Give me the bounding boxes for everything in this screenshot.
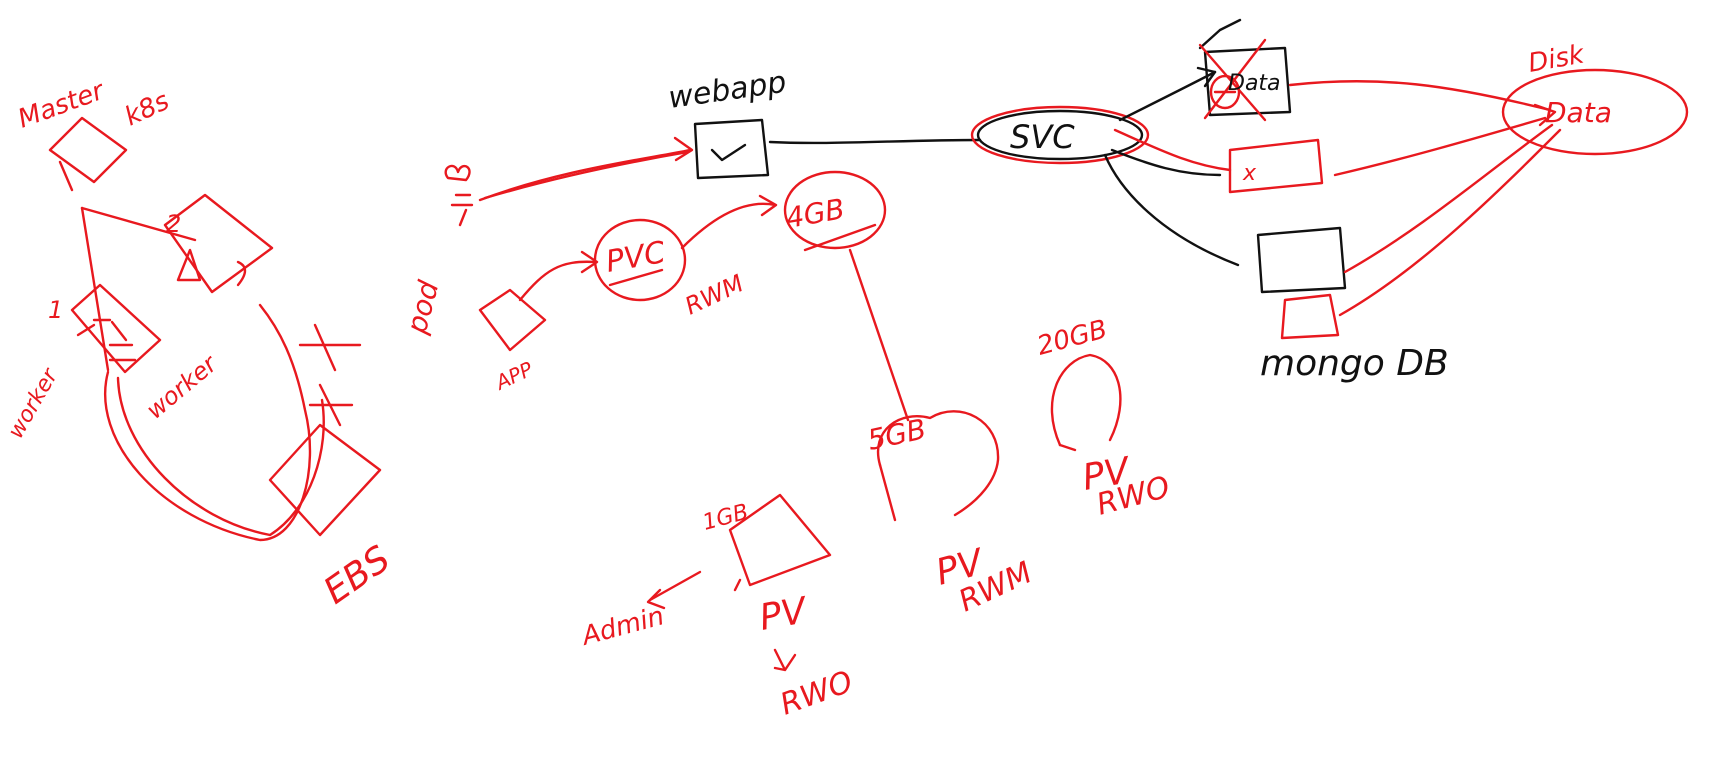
- app-to-pvc-arrow: [518, 250, 599, 302]
- pv-1gb-label: PV: [756, 590, 811, 639]
- cross-marks: [298, 323, 362, 427]
- worker-left-label: worker: [4, 363, 65, 443]
- disk-connection-lines: [1288, 79, 1562, 317]
- user-figure-icon: [444, 164, 474, 227]
- webapp-to-svc-line: [768, 138, 982, 145]
- data-top-label: Data: [1228, 71, 1281, 96]
- pv-20gb-label: PV: [1079, 450, 1134, 499]
- disk-data-oval: [1501, 68, 1689, 156]
- worker-mid-label: worker: [141, 349, 224, 425]
- master-label: Master: [14, 75, 110, 134]
- k8s-label: k8s: [120, 86, 174, 132]
- webapp-label: webapp: [666, 65, 788, 116]
- pvc-rwm-label: RWM: [681, 269, 748, 320]
- svc-to-data-arrow: [1118, 66, 1217, 122]
- app-pod: [478, 288, 547, 352]
- pvc-to-4gb-arrow: [680, 194, 778, 250]
- mongodb-label: mongo DB: [1260, 343, 1449, 384]
- svc-to-mongodb-line: [1103, 153, 1240, 267]
- pvc-label: PVC: [603, 235, 668, 280]
- x-box: [1228, 138, 1324, 194]
- ebs-volume: [268, 423, 382, 537]
- mongodb-box: [1256, 226, 1347, 340]
- svc-circle: [970, 105, 1150, 165]
- admin-arrow: [646, 570, 702, 610]
- x-mark-label: x: [1242, 161, 1257, 186]
- volume-1gb: [728, 493, 832, 592]
- size-5gb-label: 5GB: [865, 412, 929, 456]
- rwo-1gb-label: RWO: [776, 664, 858, 722]
- volume-20gb: [1050, 353, 1122, 452]
- disk-label: Disk: [1526, 39, 1587, 78]
- user-to-webapp-arrow: [478, 136, 694, 202]
- size-4gb-label: 4GB: [783, 192, 847, 235]
- link-4gb-to-5gb: [848, 248, 910, 422]
- data-box-top: [1198, 18, 1292, 122]
- svc-to-x-arrow: [1110, 128, 1232, 177]
- webapp-box: [693, 118, 770, 180]
- worker-1-number: 1: [48, 296, 63, 324]
- worker-2-number: 2: [166, 210, 181, 238]
- worker-node-1: [70, 283, 162, 374]
- size-1gb-label: 1GB: [700, 500, 751, 536]
- storage-4gb: [783, 170, 887, 252]
- pv-1gb-down-arrow: [773, 648, 797, 672]
- app-label: APP: [490, 356, 537, 395]
- master-node: [48, 116, 128, 192]
- data-right-label: Data: [1545, 96, 1612, 129]
- pod-label: pod: [400, 277, 446, 338]
- volume-5gb: [877, 410, 1000, 522]
- worker-node-2: [163, 193, 274, 294]
- ebs-attachment-loops: [104, 303, 325, 542]
- admin-label: Admin: [577, 601, 667, 652]
- svc-label: SVC: [1010, 118, 1075, 156]
- ebs-label: EBS: [317, 538, 398, 612]
- size-20gb-label: 20GB: [1034, 314, 1110, 361]
